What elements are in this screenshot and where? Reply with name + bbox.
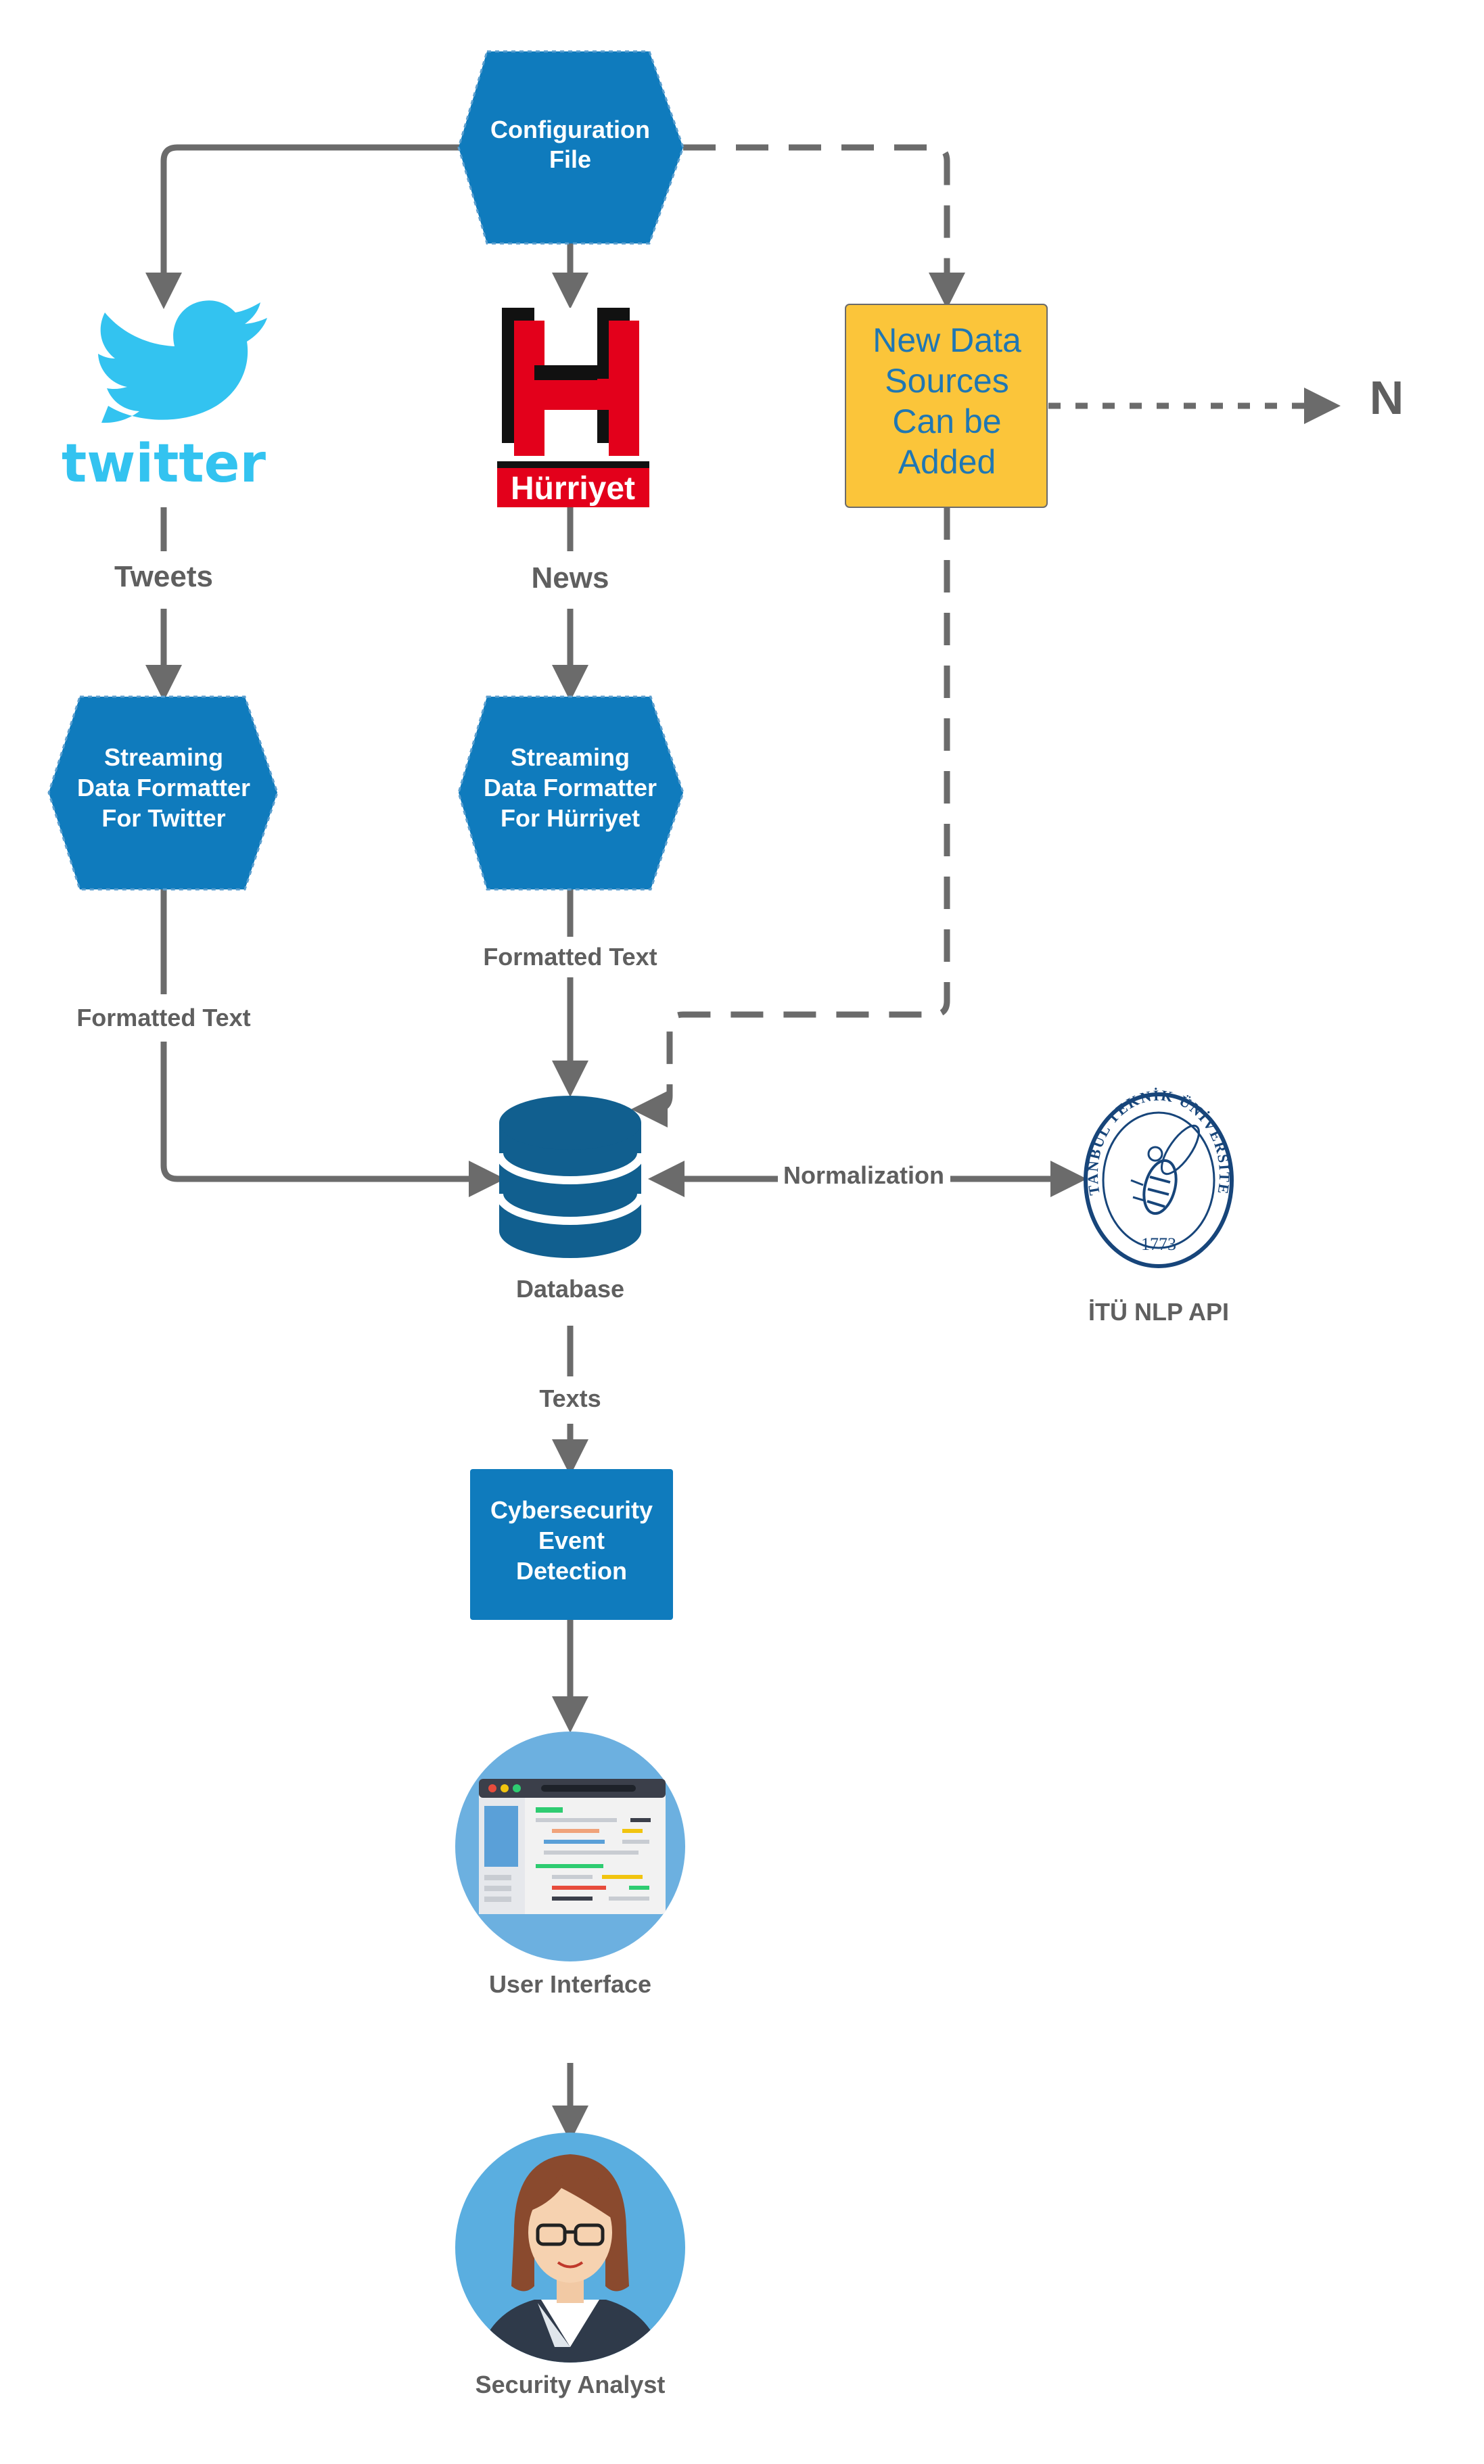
edge-new-sources-to-db [631,507,950,1128]
detection-line1: Cybersecurity [490,1496,653,1524]
analyst-avatar-icon [455,2133,685,2363]
formatter-twitter-line1: Streaming [104,743,223,771]
detection-line2: Event [538,1527,605,1554]
user-interface-label: User Interface [489,1970,651,1998]
new-data-sources-line4: Added [898,443,996,481]
user-interface-node[interactable]: User Interface [455,1731,685,1998]
security-analyst-node[interactable]: Security Analyst [455,2133,685,2398]
new-data-sources-line1: New Data [873,321,1021,359]
formatter-hurriyet-line1: Streaming [511,743,630,771]
security-analyst-label: Security Analyst [476,2371,666,2398]
edge-label-news: News [532,561,609,595]
n-more-sources-label: N [1370,371,1404,424]
edge-config-to-new-sources [683,144,965,309]
edge-label-tweets: Tweets [114,560,213,593]
edge-label-normalization: Normalization [783,1161,944,1189]
edge-label-formatted-text-left: Formatted Text [76,1004,250,1031]
cybersecurity-event-detection-node[interactable]: Cybersecurity Event Detection [470,1469,673,1620]
hurriyet-wordmark: Hürriyet [511,471,635,507]
detection-line3: Detection [516,1557,627,1585]
formatter-hurriyet-node[interactable]: Streaming Data Formatter For Hürriyet [457,695,685,891]
new-data-sources-line3: Can be [892,402,1001,440]
hurriyet-source-node[interactable]: Hürriyet [497,308,649,507]
formatter-hurriyet-line3: For Hürriyet [501,804,640,832]
edge-config-to-twitter [145,144,460,309]
twitter-bird-icon [98,300,267,423]
new-data-sources-node[interactable]: New Data Sources Can be Added [845,304,1048,508]
config-file-line2: File [549,145,591,173]
database-label: Database [516,1275,624,1303]
edge-label-formatted-text-center: Formatted Text [483,943,657,971]
formatter-twitter-line3: For Twitter [101,804,225,832]
itu-seal-year: 1773 [1141,1234,1176,1254]
config-file-node[interactable]: Configuration File [457,50,685,245]
hurriyet-h-logo-icon [499,308,639,456]
itu-nlp-api-label: İTÜ NLP API [1088,1298,1229,1326]
formatter-twitter-node[interactable]: Streaming Data Formatter For Twitter [47,695,279,891]
database-icon [495,1096,645,1258]
twitter-wordmark: twitter [62,434,266,494]
database-node[interactable]: Database [495,1096,645,1303]
formatter-hurriyet-line2: Data Formatter [484,774,657,801]
config-file-line1: Configuration [490,116,650,143]
new-data-sources-line2: Sources [885,362,1008,400]
hurriyet-banner [497,461,649,507]
formatter-twitter-line2: Data Formatter [77,774,250,801]
twitter-source-node[interactable]: twitter [62,300,267,494]
browser-window-icon [455,1731,685,1961]
edge-label-texts: Texts [539,1385,601,1412]
